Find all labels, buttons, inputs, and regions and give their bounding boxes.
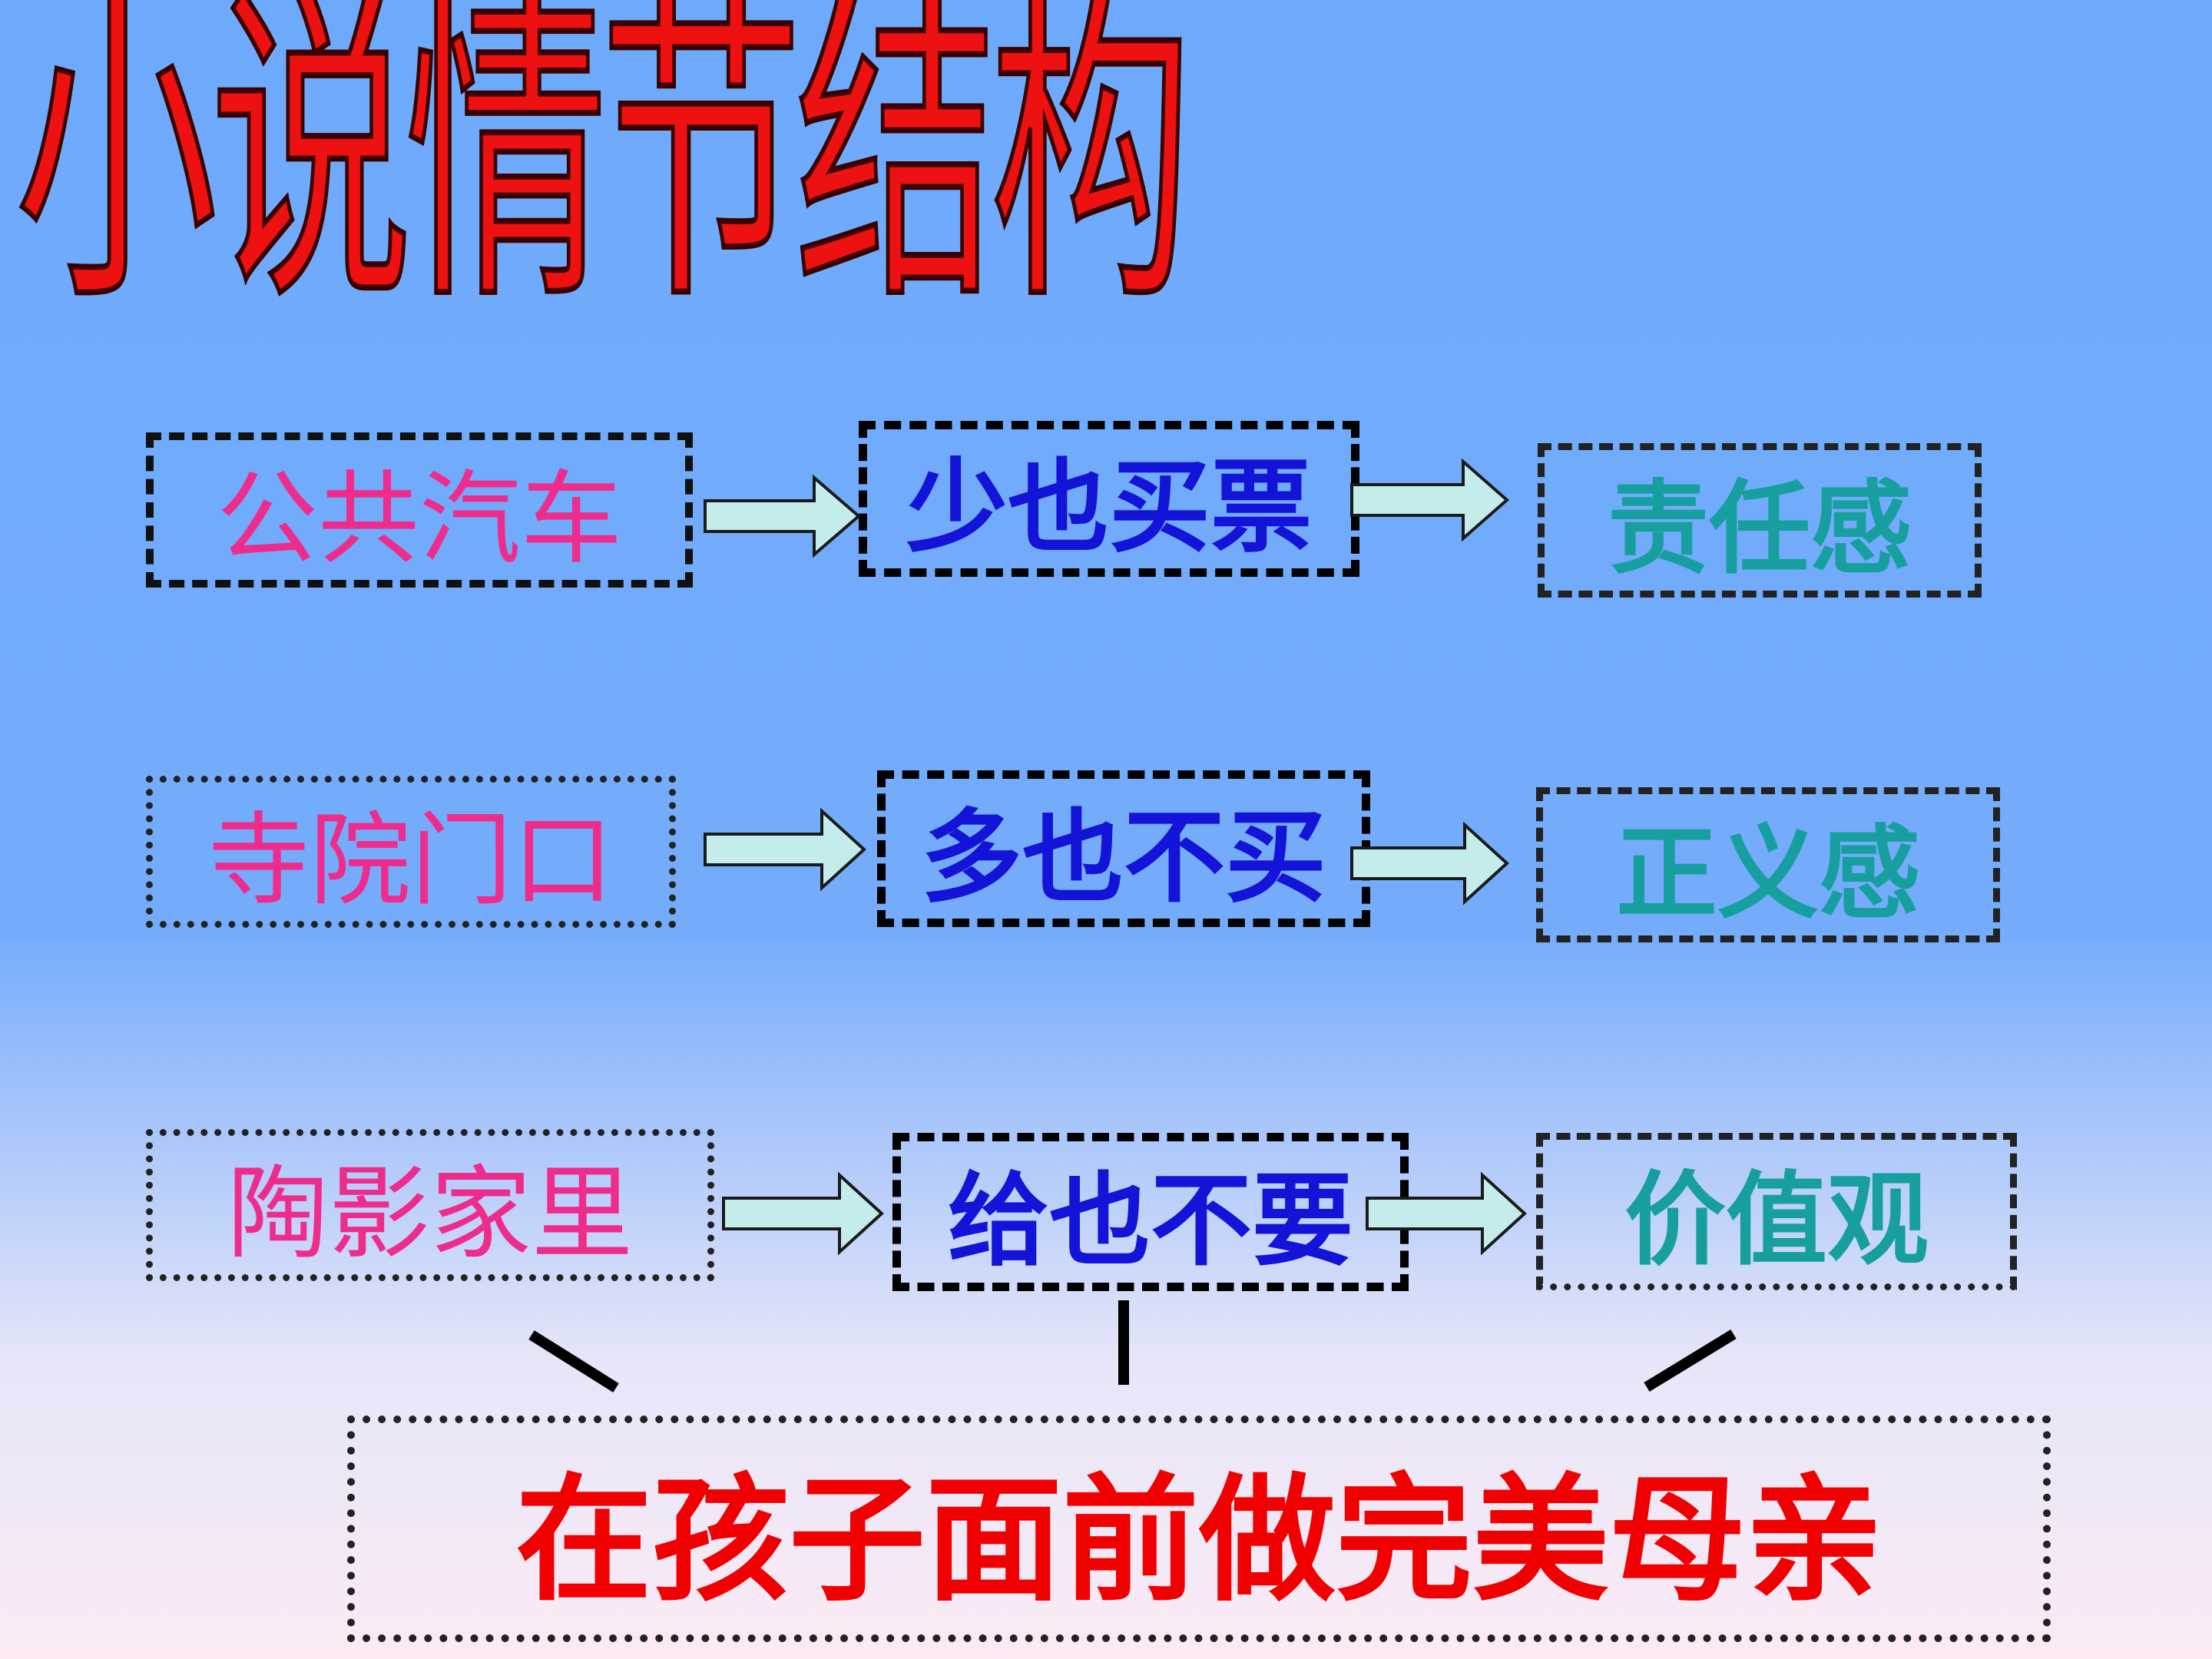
action-box-1: 少也买票 xyxy=(859,421,1359,577)
conclusion-box: 在孩子面前做完美母亲 xyxy=(347,1416,2051,1642)
value-label-3: 价值观 xyxy=(1624,1161,1929,1280)
place-label-3: 陶影家里 xyxy=(227,1154,633,1273)
connector-line-right xyxy=(1644,1330,1737,1392)
arrow-right-icon xyxy=(704,807,866,892)
conclusion-label: 在孩子面前做完美母亲 xyxy=(515,1461,1883,1620)
arrow-right-icon xyxy=(1366,1171,1527,1256)
arrow-right-icon xyxy=(722,1171,884,1256)
action-box-3: 给也不要 xyxy=(892,1133,1409,1291)
place-label-1: 公共汽车 xyxy=(217,459,622,578)
action-label-1: 少也买票 xyxy=(906,449,1312,567)
place-label-2: 寺院门口 xyxy=(208,801,614,920)
place-box-1: 公共汽车 xyxy=(146,432,693,588)
place-box-2: 寺院门口 xyxy=(146,776,676,928)
value-box-3: 价值观 xyxy=(1536,1133,2017,1290)
action-box-2: 多也不买 xyxy=(877,770,1370,927)
value-box-2: 正义感 xyxy=(1536,787,2000,942)
action-label-2: 多也不买 xyxy=(921,798,1326,917)
place-box-3: 陶影家里 xyxy=(146,1129,714,1281)
arrow-right-icon xyxy=(1350,821,1509,906)
value-label-2: 正义感 xyxy=(1616,814,1920,933)
value-label-1: 责任感 xyxy=(1608,470,1912,588)
page-title: 小说情节结构 xyxy=(14,0,1194,346)
arrow-right-icon xyxy=(704,474,862,558)
value-box-1: 责任感 xyxy=(1538,443,1982,598)
connector-line-left xyxy=(528,1330,619,1392)
action-label-3: 给也不要 xyxy=(948,1161,1353,1280)
arrow-right-icon xyxy=(1350,458,1510,542)
